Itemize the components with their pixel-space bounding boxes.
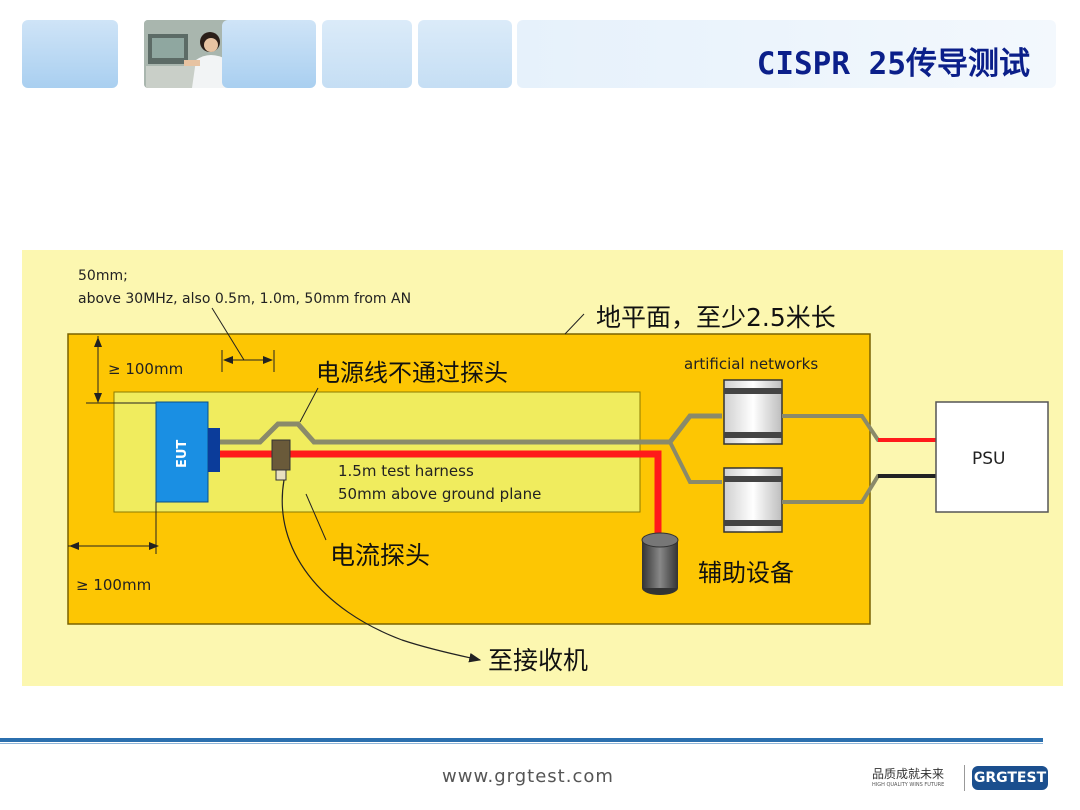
footer-rule [0, 738, 1043, 742]
eut-box [155, 401, 209, 503]
ground-plane-leader [564, 313, 585, 335]
eut-connector [208, 428, 220, 472]
banner-tile [222, 20, 316, 88]
note-leader [211, 307, 245, 361]
current-probe-label: 电流探头 [330, 541, 430, 570]
power-line-label: 电源线不通过探头 [316, 359, 508, 387]
slogan-cn: 品质成就未来 [872, 767, 945, 781]
banner-tile [322, 20, 412, 88]
network-band [724, 388, 782, 394]
network-band [724, 432, 782, 438]
website-link[interactable]: www.grgtest.com [442, 766, 614, 787]
psu-box [935, 401, 1049, 513]
network-band [724, 520, 782, 526]
spacing-note-line2: above 30MHz, also 0.5m, 1.0m, 50mm from … [78, 291, 411, 307]
current-probe-tip [275, 469, 287, 481]
power-line [220, 413, 722, 445]
current-probe [271, 439, 291, 471]
current-probe-leader [305, 493, 327, 541]
receiver-label: 至接收机 [488, 646, 588, 675]
ground-plane-label: 地平面，至少2.5米长 [596, 303, 836, 332]
receiver-cable [281, 479, 482, 663]
slogan-en: HIGH QUALITY WINS FUTURE [872, 782, 945, 788]
auxiliary-equipment [642, 540, 678, 588]
brand-divider [964, 765, 965, 791]
test-harness [220, 450, 662, 538]
power-line-leader [299, 387, 319, 423]
networks-label: artificial networks [684, 355, 818, 373]
grgtest-logo: GRGTEST [972, 766, 1048, 790]
cispr25-setup-diagram: 50mm; above 30MHz, also 0.5m, 1.0m, 50mm… [22, 250, 1063, 686]
eut-label: EUT [175, 440, 190, 468]
header-banner: CISPR 25传导测试 [22, 20, 1056, 90]
network-band [724, 476, 782, 482]
psu-label: PSU [972, 449, 1006, 469]
harness-label-line1: 1.5m test harness [338, 462, 474, 480]
spacing-note-line1: 50mm; [78, 268, 128, 284]
footer-rule-thin [0, 743, 1043, 744]
harness-label-line2: 50mm above ground plane [338, 485, 541, 503]
left-margin-label: ≥ 100mm [76, 576, 151, 594]
page-title: CISPR 25传导测试 [756, 46, 1030, 82]
power-line-return [668, 441, 722, 484]
title-bar: CISPR 25传导测试 [517, 20, 1056, 88]
banner-tile [418, 20, 512, 88]
banner-tile [22, 20, 118, 88]
aux-top [641, 532, 679, 548]
top-margin-label: ≥ 100mm [108, 360, 183, 378]
auxiliary-label: 辅助设备 [698, 559, 794, 587]
